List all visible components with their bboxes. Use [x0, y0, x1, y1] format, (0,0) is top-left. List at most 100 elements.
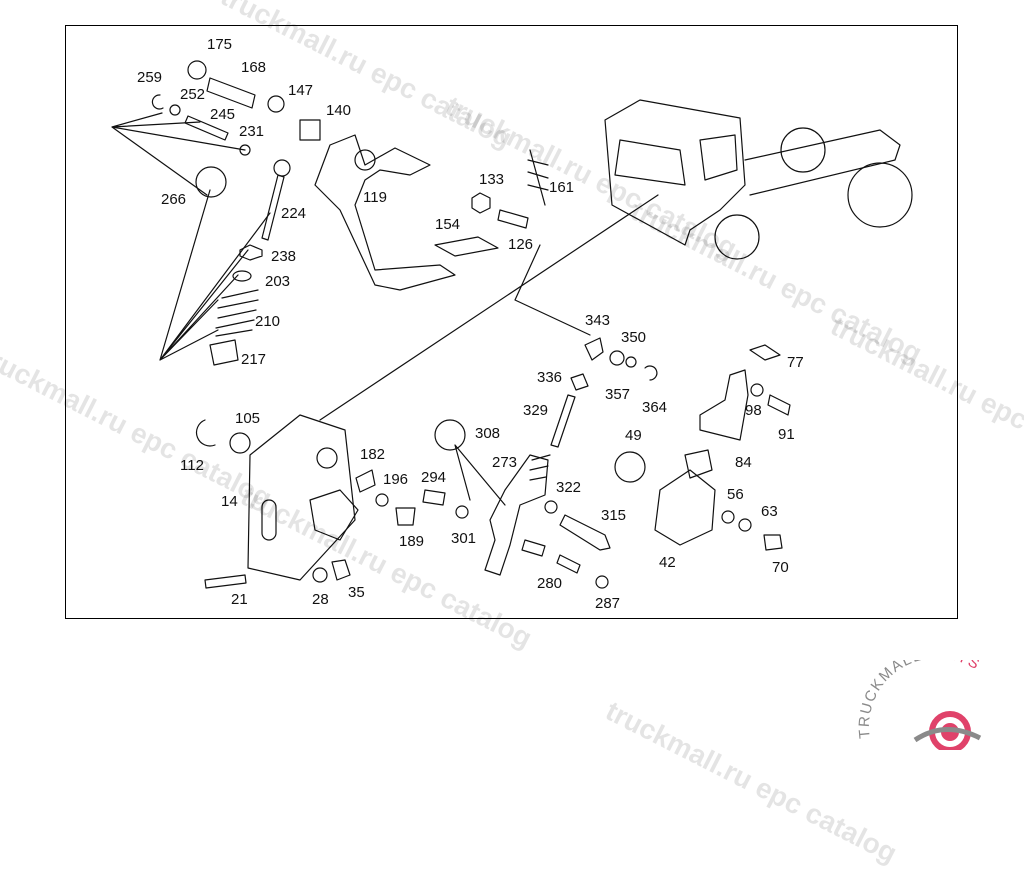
nut-238 [239, 244, 263, 261]
callout: 287 [595, 595, 621, 612]
callout: 266 [161, 191, 187, 208]
truck-rear-wheel-2 [780, 127, 826, 173]
plate-154 [434, 236, 499, 257]
callout: 147 [288, 82, 314, 99]
svg-text:TRUCKMALLPARTS: TRUCKMALLPARTS [856, 660, 984, 739]
callout: 252 [180, 86, 206, 103]
callout: 56 [727, 486, 744, 503]
logo-text-main: TRUCKMALL [856, 660, 924, 739]
callout: 308 [475, 425, 501, 442]
callout: 224 [281, 205, 307, 222]
washer-322 [544, 500, 558, 514]
washer-350 [625, 356, 637, 368]
plate-182 [355, 469, 376, 493]
callout: 203 [265, 273, 291, 290]
truck-door-window [699, 134, 738, 181]
callout: 119 [363, 189, 387, 206]
nut-133 [471, 192, 491, 214]
logo-text-accent: PARTS [921, 660, 983, 674]
washer-203 [232, 270, 252, 282]
stud-21 [204, 574, 247, 589]
callout: 42 [659, 554, 676, 571]
bracket-84 [699, 369, 749, 441]
callout: 329 [523, 402, 549, 419]
leader-lines-top [111, 112, 246, 196]
clip-364 [644, 365, 658, 381]
callout: 112 [180, 457, 204, 474]
leader-valve-to-truck [514, 244, 591, 336]
valve-body-42 [654, 469, 716, 546]
pin-280 [556, 554, 581, 574]
valve-boot-42 [684, 449, 713, 479]
callout: 273 [492, 454, 518, 471]
callout: 98 [745, 402, 762, 419]
callout: 14 [221, 493, 238, 510]
callout: 77 [787, 354, 804, 371]
callout: 21 [231, 591, 248, 608]
callout: 322 [556, 479, 582, 496]
gear-105 [229, 432, 251, 454]
valve-273 [484, 454, 549, 576]
callout: 105 [235, 410, 261, 427]
washer-28 [312, 567, 328, 583]
plug-70 [763, 534, 783, 551]
callout: 154 [435, 216, 461, 233]
nut-231 [239, 144, 251, 156]
callout: 126 [508, 236, 534, 253]
clip-112 [195, 419, 216, 447]
callout: 210 [255, 313, 281, 330]
callout: 182 [360, 446, 386, 463]
callout: 168 [241, 59, 267, 76]
washer-56 [721, 510, 735, 524]
truckmallparts-logo: TRUCKMALLPARTS [856, 660, 984, 750]
callout: 49 [625, 427, 642, 444]
callout: 343 [585, 312, 611, 329]
bracket-14 [247, 414, 356, 581]
washer-98 [750, 383, 764, 397]
callout: 364 [642, 399, 668, 416]
diagram-frame [65, 25, 958, 619]
rod-329 [550, 394, 576, 448]
washer-301 [455, 505, 469, 519]
callout: 217 [241, 351, 267, 368]
spring-161 [527, 149, 549, 206]
flange-49 [614, 451, 646, 483]
callout: 189 [399, 533, 425, 550]
callout: 196 [383, 471, 409, 488]
rod-224 [261, 174, 285, 241]
parts-diagram [111, 60, 913, 589]
callout: 280 [537, 575, 563, 592]
callout: 175 [207, 36, 233, 53]
callout: 91 [778, 426, 795, 443]
nut-336 [570, 373, 589, 391]
bolt-189 [395, 507, 416, 526]
bush-140 [299, 119, 321, 141]
nut-35 [331, 559, 351, 581]
rod-eye-224 [273, 159, 291, 177]
bush-147 [267, 95, 285, 113]
callout: 84 [735, 454, 752, 471]
callout: 245 [210, 106, 236, 123]
callout: 301 [451, 530, 477, 547]
wrench-symbol-266 [195, 166, 227, 198]
callout: 28 [312, 591, 329, 608]
washer-357 [609, 350, 625, 366]
clip-259 [151, 94, 164, 110]
callout: 336 [537, 369, 563, 386]
wrench-symbol-308 [434, 419, 466, 451]
circlip-175 [187, 60, 207, 80]
bracket-slot [261, 499, 277, 541]
truck-windshield [614, 139, 686, 186]
washer-63 [738, 518, 752, 532]
pin-245 [184, 115, 229, 141]
truck-rear-wheel [847, 162, 913, 228]
callout: 259 [137, 69, 163, 86]
callout: 133 [479, 171, 505, 188]
callout: 231 [239, 123, 265, 140]
bolt-126 [497, 209, 529, 229]
callout: 140 [326, 102, 352, 119]
callout: 70 [772, 559, 789, 576]
pin-168 [206, 77, 256, 109]
spring-210 [215, 289, 259, 337]
leader-lines-left [159, 189, 271, 361]
